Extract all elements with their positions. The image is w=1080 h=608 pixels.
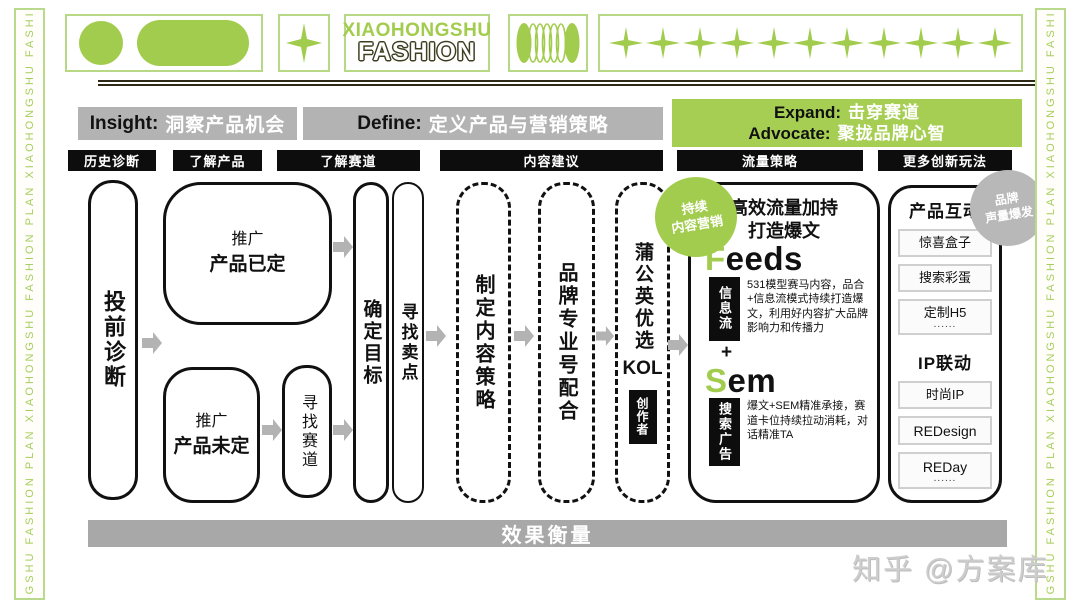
node-product-undecided: 推广 产品未定 xyxy=(163,367,260,503)
phase-insight-zh: 洞察产品机会 xyxy=(165,115,286,136)
tab-know-track: 了解赛道 xyxy=(277,150,420,171)
phase-expand-advocate: Expand: 击穿赛道 Advocate: 聚拢品牌心智 xyxy=(672,99,1022,147)
measure-bar: 效果衡量 xyxy=(88,520,1007,547)
node-set-goal-label: 确定目标 xyxy=(360,298,382,387)
left-side-strip: XIAOHONGSHU FASHION PLAN XIAOHONGSHU FAS… xyxy=(14,8,45,600)
node-brand-account: 品牌专业号配合 xyxy=(538,182,595,503)
item-reday-label: REDay xyxy=(922,458,968,475)
node-product-undecided-line2: 产品未定 xyxy=(173,435,250,457)
node-kol-en-label: KOL xyxy=(622,357,663,379)
node-content-strategy-label: 制定内容策略 xyxy=(472,273,494,412)
coil-ellipses-icon xyxy=(516,23,580,63)
node-pre-diagnosis: 投前诊断 xyxy=(88,180,138,500)
banner-box-star xyxy=(278,14,330,72)
pill-icon xyxy=(137,20,249,66)
sem-row: 搜索广告 爆文+SEM精准承接，赛道卡位持续拉动消耗，对话精准TA xyxy=(691,398,877,467)
traffic-support-panel: 高效流量加持 打造爆文 Feeds 信息流 531模型赛马内容，品合+信息流模式… xyxy=(688,182,880,503)
right-arrow-icon xyxy=(426,325,446,347)
item-more-dots: ...... xyxy=(933,318,957,330)
right-arrow-icon xyxy=(514,325,534,347)
node-content-strategy: 制定内容策略 xyxy=(456,182,511,503)
sem-rest-letters: em xyxy=(727,361,777,399)
right-arrow-icon xyxy=(668,334,688,356)
phase-define: Define: 定义产品与营销策略 xyxy=(303,107,663,140)
continuous-content-badge: 持续 内容营销 xyxy=(655,177,737,257)
phase-advocate-en: Advocate: xyxy=(748,124,831,143)
node-product-decided-line2: 产品已定 xyxy=(209,254,286,276)
tab-history-diagnosis: 历史诊断 xyxy=(68,150,156,171)
left-strip-label: XIAOHONGSHU FASHION PLAN XIAOHONGSHU FAS… xyxy=(23,8,36,600)
node-kol-zh-label: 蒲公英优选 xyxy=(632,241,653,352)
banner-box-shapes xyxy=(65,14,263,72)
item-search-egg: 搜索彩蛋 xyxy=(898,263,992,292)
banner-box-coil xyxy=(508,14,588,72)
sem-word: Sem xyxy=(705,361,877,399)
four-point-star-icon xyxy=(286,23,322,63)
node-find-track: 寻找赛道 xyxy=(282,365,332,498)
product-interaction-title: 产品互动 xyxy=(909,202,981,221)
right-arrow-icon xyxy=(142,332,162,354)
node-pre-diagnosis-label: 投前诊断 xyxy=(101,290,126,390)
brand-line1: XIAOHONGSHU xyxy=(342,20,492,41)
item-custom-h5-label: 定制H5 xyxy=(923,304,967,320)
circle-icon xyxy=(79,21,123,65)
right-strip-label: XIAOHONGSHU FASHION PLAN XIAOHONGSHU FAS… xyxy=(1044,8,1057,600)
feeds-word: Feeds xyxy=(705,240,877,277)
banner-divider xyxy=(98,80,1035,86)
banner-brand: XIAOHONGSHU FASHION xyxy=(342,14,492,72)
feeds-row: 信息流 531模型赛马内容，品合+信息流模式持续打造爆文，利用好内容扩大品牌影响… xyxy=(691,276,877,341)
phase-define-zh: 定义产品与营销策略 xyxy=(428,115,609,136)
watermark: 知乎 @方案库 xyxy=(852,554,1049,586)
item-reday: REDay ...... xyxy=(898,451,992,489)
banner-box-stars-row xyxy=(598,14,1023,72)
phase-expand-zh: 击穿赛道 xyxy=(848,102,921,122)
node-find-track-label: 寻找赛道 xyxy=(299,393,316,470)
sem-desc: 爆文+SEM精准承接，赛道卡位持续拉动消耗，对话精准TA xyxy=(747,400,868,442)
item-surprise-box: 惊喜盒子 xyxy=(898,229,992,257)
item-fashion-ip: 时尚IP xyxy=(898,380,992,409)
right-side-strip: XIAOHONGSHU FASHION PLAN XIAOHONGSHU FAS… xyxy=(1035,8,1066,600)
phase-insight: Insight: 洞察产品机会 xyxy=(78,107,297,140)
feeds-rest-letters: eeds xyxy=(725,240,803,277)
sem-lead-letter: S xyxy=(705,361,728,399)
node-set-goal: 确定目标 xyxy=(353,182,389,503)
plus-sign: + xyxy=(721,341,733,363)
node-brand-account-label: 品牌专业号配合 xyxy=(555,262,577,423)
brand-line2: FASHION xyxy=(357,38,477,66)
node-find-selling-point-label: 寻找卖点 xyxy=(398,302,418,383)
brand-voice-badge: 品牌 声量爆发 xyxy=(970,170,1046,246)
tab-content-advice: 内容建议 xyxy=(440,150,663,171)
tab-more-innovations: 更多创新玩法 xyxy=(878,150,1012,171)
item-redesign: REDesign xyxy=(898,415,992,445)
node-find-selling-point: 寻找卖点 xyxy=(392,182,424,503)
tab-traffic-strategy: 流量策略 xyxy=(677,150,863,171)
right-arrow-icon xyxy=(333,419,353,441)
feeds-tag: 信息流 xyxy=(709,276,740,341)
phase-expand-en: Expand: xyxy=(773,102,842,122)
traffic-title-line1: 高效流量加持 xyxy=(730,198,838,218)
right-arrow-icon xyxy=(333,236,353,258)
sem-tag: 搜索广告 xyxy=(709,398,740,467)
node-product-decided-line1: 推广 xyxy=(231,231,264,249)
sparkle-row-icon xyxy=(600,26,1021,60)
phase-define-en: Define: xyxy=(357,112,422,134)
phase-advocate-zh: 聚拢品牌心智 xyxy=(837,124,946,143)
item-more-dots: ...... xyxy=(933,472,957,484)
ip-linkage-title: IP联动 xyxy=(917,353,973,373)
item-custom-h5: 定制H5 ...... xyxy=(898,298,992,335)
traffic-title-line2: 打造爆文 xyxy=(748,220,820,241)
phase-insight-en: Insight: xyxy=(89,112,159,134)
node-product-decided: 推广 产品已定 xyxy=(163,182,332,325)
right-arrow-icon xyxy=(262,419,282,441)
right-arrow-icon xyxy=(596,326,614,346)
feeds-desc: 531模型赛马内容，品合+信息流模式持续打造爆文，利用好内容扩大品牌影响力和传播… xyxy=(747,278,868,335)
tab-know-product: 了解产品 xyxy=(173,150,262,171)
more-plays-panel: 产品互动 惊喜盒子 搜索彩蛋 定制H5 ...... IP联动 时尚IP RED… xyxy=(888,185,1002,503)
node-product-undecided-line1: 推广 xyxy=(195,412,228,430)
creator-tag: 创作者 xyxy=(628,389,657,444)
